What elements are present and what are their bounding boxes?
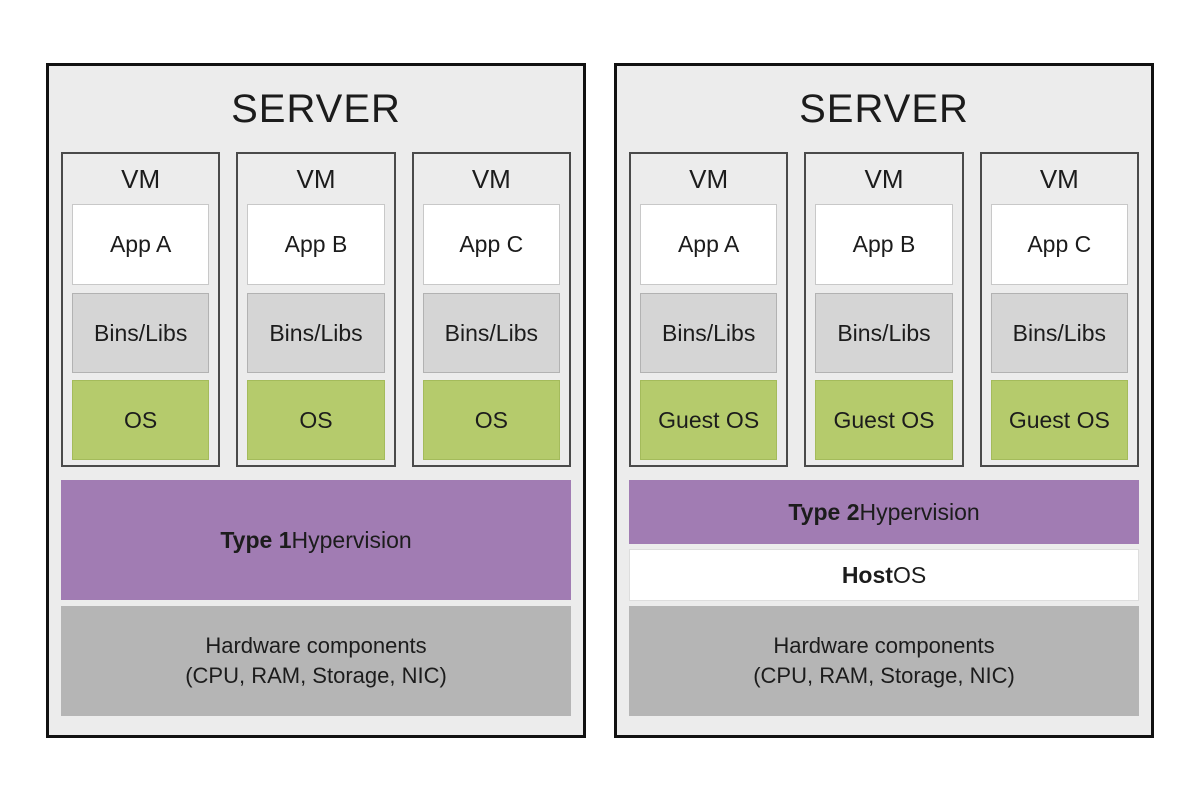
bins-libs-box: Bins/Libs [247,293,385,373]
hardware-line2: (CPU, RAM, Storage, NIC) [753,663,1015,688]
bins-libs-box: Bins/Libs [815,293,953,373]
bins-libs-box: Bins/Libs [422,293,560,373]
guest-os-box: Guest OS [990,380,1128,460]
host-os-label: OS [892,561,927,588]
bins-libs-box: Bins/Libs [640,293,778,373]
bins-libs-box: Bins/Libs [990,293,1128,373]
vm-box: VM App B Bins/Libs Guest OS [804,152,964,467]
app-box: App C [422,204,560,285]
host-os-bar: Host OS [629,549,1139,601]
hypervisor-type-label: Type 2 [788,498,860,525]
hardware-bar: Hardware components (CPU, RAM, Storage, … [61,606,571,716]
server-type1-box: SERVER VM App A Bins/Libs OS VM App B Bi… [46,63,586,738]
hypervisor-label: Hypervision [859,498,980,525]
os-box: OS [247,380,385,460]
hardware-bar: Hardware components (CPU, RAM, Storage, … [629,606,1139,716]
vm-row: VM App A Bins/Libs Guest OS VM App B Bin… [629,152,1139,467]
vm-label: VM [864,163,904,194]
vm-box: VM App C Bins/Libs OS [411,152,571,467]
type1-hypervisor-bar: Type 1 Hypervision [61,480,571,600]
vm-box: VM App A Bins/Libs OS [61,152,221,467]
guest-os-box: Guest OS [640,380,778,460]
host-os-bold-label: Host [841,561,893,588]
vm-label: VM [471,163,511,194]
app-box: App B [815,204,953,285]
type2-hypervisor-bar: Type 2 Hypervision [629,480,1139,544]
vm-label: VM [689,163,729,194]
server-title: SERVER [799,86,969,131]
hardware-line1: Hardware components [773,633,995,659]
bins-libs-box: Bins/Libs [72,293,210,373]
app-box: App B [247,204,385,285]
server-type2-box: SERVER VM App A Bins/Libs Guest OS VM Ap… [614,63,1154,738]
hypervisor-type-label: Type 1 [220,526,292,553]
vm-box: VM App A Bins/Libs Guest OS [629,152,789,467]
app-box: App A [640,204,778,285]
hardware-line2: (CPU, RAM, Storage, NIC) [185,663,447,688]
vm-box: VM App B Bins/Libs OS [236,152,396,467]
vm-label: VM [296,163,336,194]
vm-box: VM App C Bins/Libs Guest OS [979,152,1139,467]
app-box: App A [72,204,210,285]
guest-os-box: Guest OS [815,380,953,460]
os-box: OS [72,380,210,460]
os-box: OS [422,380,560,460]
hardware-line1: Hardware components [205,633,427,659]
hypervisor-label: Hypervision [291,526,412,553]
vm-row: VM App A Bins/Libs OS VM App B Bins/Libs… [61,152,571,467]
server-title: SERVER [231,86,401,131]
vm-label: VM [121,163,161,194]
app-box: App C [990,204,1128,285]
vm-label: VM [1039,163,1079,194]
